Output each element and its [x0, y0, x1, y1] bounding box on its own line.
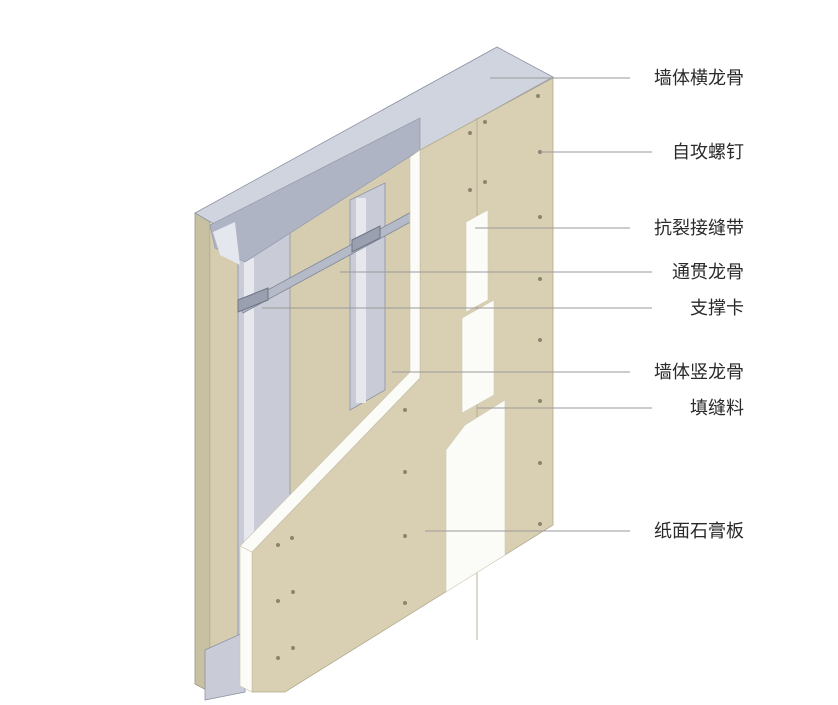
- board-bottom-edge: [239, 545, 253, 693]
- bottom-track: [204, 631, 246, 701]
- label-joint-tape: 抗裂接缝带: [654, 218, 744, 239]
- joint-tape: [465, 209, 489, 313]
- brace-clip-middle: [351, 225, 381, 253]
- filler: [445, 399, 506, 593]
- label-filler: 填缝料: [690, 398, 744, 419]
- label-gypsum-board: 纸面石膏板: [654, 521, 744, 542]
- left-side-board: [194, 212, 211, 693]
- stud-middle-flange: [356, 198, 366, 403]
- joint-tape-lower: [461, 299, 495, 414]
- screws: [276, 94, 542, 660]
- stud-left-flange: [244, 258, 254, 678]
- label-through-channel: 通贯龙骨: [672, 262, 744, 283]
- stud-middle: [349, 182, 386, 411]
- top-track-underside: [209, 117, 421, 263]
- label-screw: 自攻螺钉: [672, 142, 744, 163]
- label-stud: 墙体竖龙骨: [654, 362, 744, 383]
- brace-clip-left: [237, 287, 269, 313]
- leader-lines: [262, 77, 652, 532]
- top-track-lip: [213, 222, 240, 265]
- label-top-track: 墙体横龙骨: [654, 68, 744, 89]
- label-brace-clip: 支撑卡: [690, 298, 744, 319]
